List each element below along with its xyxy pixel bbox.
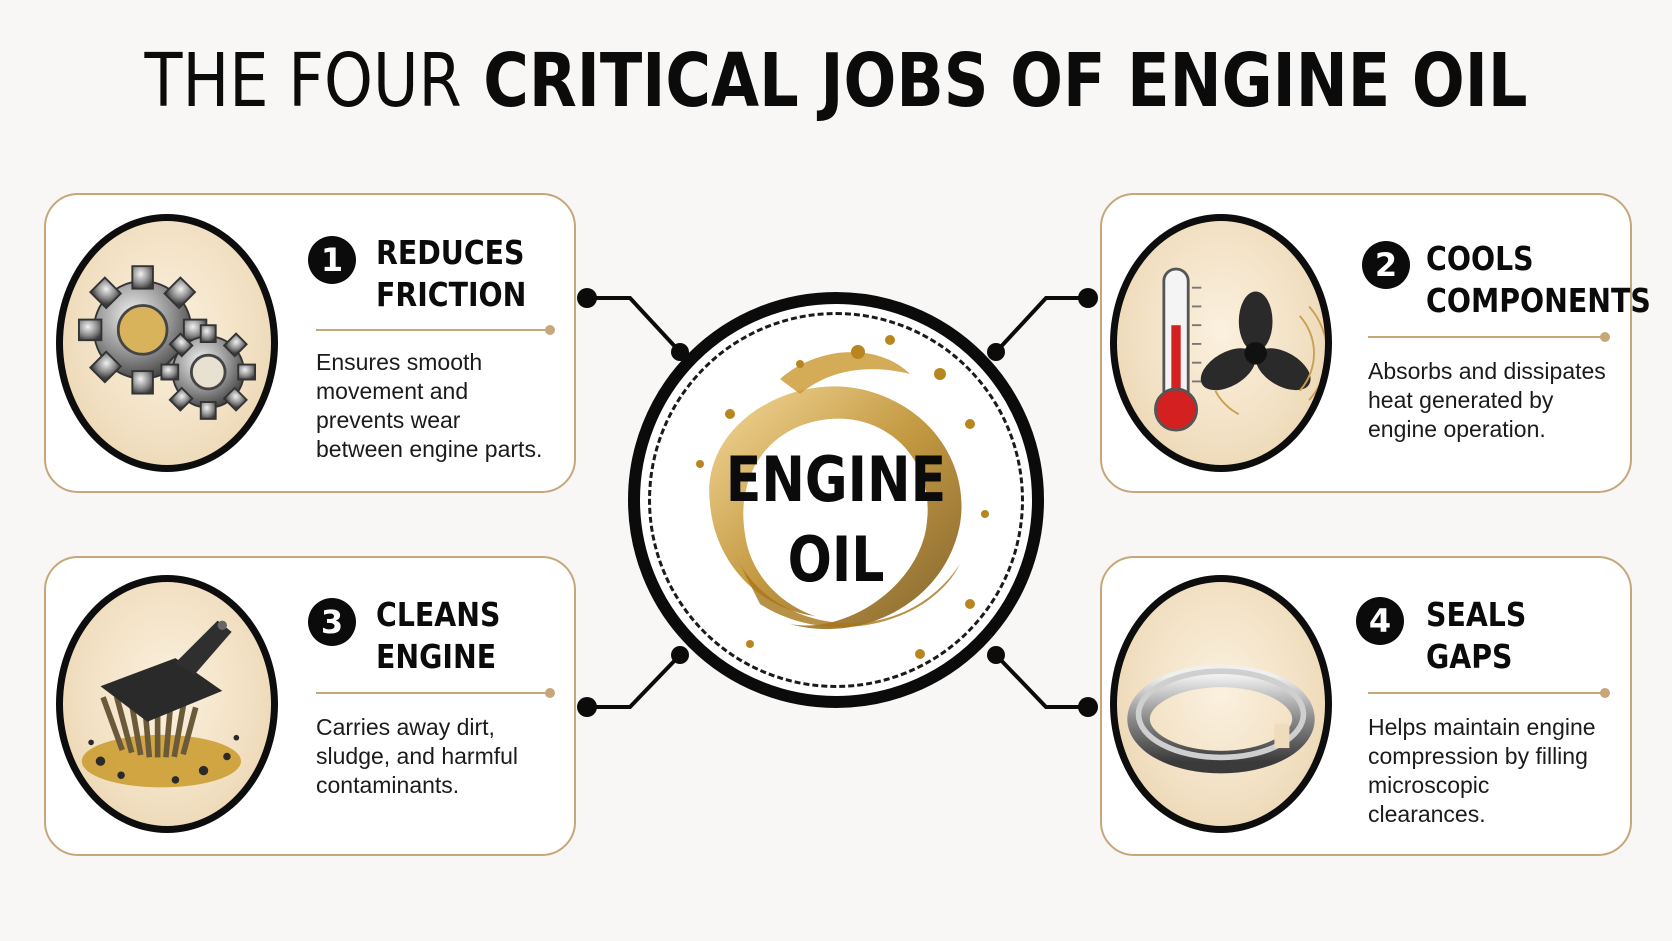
card-description-3-line1: Carries away dirt, [316,714,495,740]
connector-dot-3 [577,697,597,717]
connector-dot-4 [1078,697,1098,717]
card-heading-4: SEALS GAPS [1426,594,1526,678]
piston-ring-icon [1110,575,1332,833]
center-label-line1: ENGINE [725,443,947,516]
card-heading-1-line1: REDUCES [376,233,525,272]
card-description-2-line2: heat generated by [1368,387,1554,413]
step-number-4: 4 [1356,597,1404,645]
card-description-1-line2: movement and [316,378,469,404]
card-divider-2 [1368,332,1610,342]
connector-node-2 [987,343,1005,361]
card-heading-1-line2: FRICTION [376,275,527,314]
center-label-line2: OIL [787,523,885,596]
card-heading-1: REDUCES FRICTION [376,232,526,316]
connector-dot-1 [577,288,597,308]
center-dashed-ring [648,312,1024,688]
card-description-1-line4: between engine parts. [316,436,543,462]
card-heading-3-line2: ENGINE [376,637,497,676]
card-heading-2: COOLS COMPONENTS [1426,238,1651,322]
page-title: THE FOUR CRITICAL JOBS OF ENGINE OIL [134,44,1538,118]
card-heading-4-line1: SEALS [1426,595,1527,634]
connector-dot-2 [1078,288,1098,308]
step-number-1: 1 [308,236,356,284]
card-description-2-line1: Absorbs and dissipates [1368,358,1606,384]
brush-icon [56,575,278,833]
gears-icon [56,214,278,472]
card-heading-3-line1: CLEANS [376,595,501,634]
card-description-2-line3: engine operation. [1368,416,1546,442]
card-description-3: Carries away dirt, sludge, and harmful c… [316,713,561,800]
step-number-3: 3 [308,598,356,646]
card-description-4-line1: Helps maintain engine [1368,714,1596,740]
card-description-2: Absorbs and dissipates heat generated by… [1368,357,1613,444]
card-divider-4 [1368,688,1610,698]
card-description-3-line2: sludge, and harmful [316,743,519,769]
connector-node-3 [671,646,689,664]
thermometer-fan-icon [1110,214,1332,472]
card-description-1-line1: Ensures smooth [316,349,483,375]
card-heading-2-line1: COOLS [1426,239,1534,278]
center-label: ENGINE OIL [628,440,1044,600]
card-description-4: Helps maintain engine compression by fil… [1368,713,1613,829]
card-description-1-line3: prevents wear [316,407,461,433]
card-divider-1 [316,325,555,335]
card-heading-2-line2: COMPONENTS [1426,281,1651,320]
card-description-4-line2: compression by filling [1368,743,1588,769]
card-divider-3 [316,688,555,698]
step-number-2: 2 [1362,241,1410,289]
connector-node-4 [987,646,1005,664]
card-description-4-line4: clearances. [1368,801,1486,827]
card-heading-3: CLEANS ENGINE [376,594,500,678]
title-bold: CRITICAL JOBS OF ENGINE OIL [483,38,1528,124]
title-light: THE FOUR [144,38,462,124]
card-description-3-line3: contaminants. [316,772,460,798]
card-description-4-line3: microscopic [1368,772,1490,798]
card-heading-4-line2: GAPS [1426,637,1513,676]
card-description-1: Ensures smooth movement and prevents wea… [316,348,561,464]
